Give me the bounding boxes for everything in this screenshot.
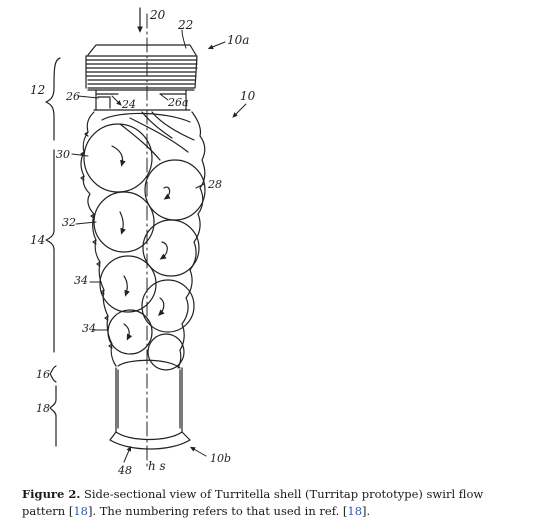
region-braces	[45, 57, 61, 447]
label-20: 20	[149, 8, 166, 22]
threaded-cap	[85, 44, 198, 111]
label-12: 12	[30, 83, 45, 97]
label-26a: 26a	[167, 96, 189, 109]
reference-labels: 20 22 10a 10 12 26 24 26a 30 28 32 14 34…	[30, 8, 256, 477]
label-28: 28	[207, 178, 222, 191]
label-24: 24	[121, 98, 136, 111]
label-16: 16	[36, 368, 50, 381]
label-hs: h s	[148, 459, 166, 473]
caption-text-3: ].	[362, 504, 371, 518]
figure-caption: Figure 2. Side-sectional view of Turrite…	[22, 486, 527, 520]
citation-link-1[interactable]: 18	[73, 504, 88, 518]
label-26: 26	[65, 90, 80, 103]
caption-text-2: ]. The numbering refers to that used in …	[87, 504, 348, 518]
label-10b: 10b	[210, 452, 231, 465]
label-14: 14	[30, 233, 45, 247]
label-22: 22	[177, 18, 193, 32]
label-10a: 10a	[227, 33, 249, 47]
caption-text-1: Side-sectional view of Turritella shell …	[22, 487, 484, 518]
patent-drawing-figure: 20 22 10a 10 12 26 24 26a 30 28 32 14 34…	[30, 7, 256, 477]
swirl-arrows	[111, 145, 171, 341]
citation-link-2[interactable]: 18	[347, 504, 363, 518]
label-34a: 34	[74, 274, 88, 287]
inner-vanes	[101, 111, 195, 161]
label-18: 18	[36, 402, 50, 415]
label-34b: 34	[82, 322, 96, 335]
leader-lines	[71, 29, 247, 463]
label-32: 32	[62, 216, 76, 229]
swirl-chambers	[83, 123, 206, 371]
label-48: 48	[117, 464, 132, 477]
label-10: 10	[240, 89, 256, 103]
label-30: 30	[56, 148, 70, 161]
caption-label: Figure 2.	[22, 487, 81, 501]
outlet-tube	[109, 359, 191, 450]
